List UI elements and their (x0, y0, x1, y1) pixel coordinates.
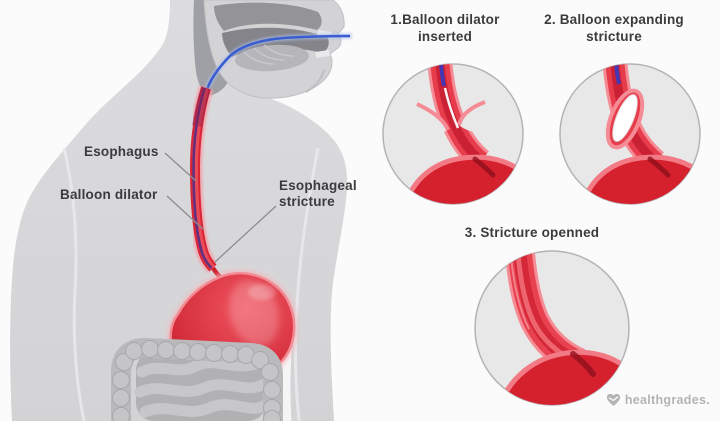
body-illustration (10, 0, 353, 421)
esophagus-leader-line (164, 152, 197, 182)
head-cross-section (193, 0, 345, 99)
esophagus-tube (187, 85, 224, 281)
heart-icon (606, 393, 620, 406)
step3-circle-illustration (474, 250, 630, 406)
intestines (111, 337, 283, 421)
step2-circle-illustration (559, 63, 701, 205)
balloon-dilator-leader-line (166, 195, 204, 230)
esophagus-label: Esophagus (84, 144, 159, 159)
balloon-dilator-label: Balloon dilator (60, 187, 158, 202)
catheter-in-circle2 (613, 64, 621, 85)
esophageal-stricture-label: Esophageal stricture (279, 178, 357, 210)
catheter-tube (204, 33, 353, 91)
step3-caption: 3. Stricture openned (464, 225, 600, 240)
step2-caption: 2. Balloon expanding stricture (544, 12, 684, 44)
stricture-leader-line (214, 205, 277, 263)
leader-lines (164, 152, 277, 263)
step1-circle-illustration (382, 63, 524, 205)
catheter-in-circle1 (438, 64, 446, 87)
healthgrades-logo: healthgrades. (606, 393, 710, 407)
inflated-balloon (612, 94, 638, 142)
deflated-balloon (443, 87, 460, 129)
logo-text: healthgrades. (624, 393, 710, 407)
step1-caption: 1.Balloon dilator inserted (390, 12, 500, 44)
